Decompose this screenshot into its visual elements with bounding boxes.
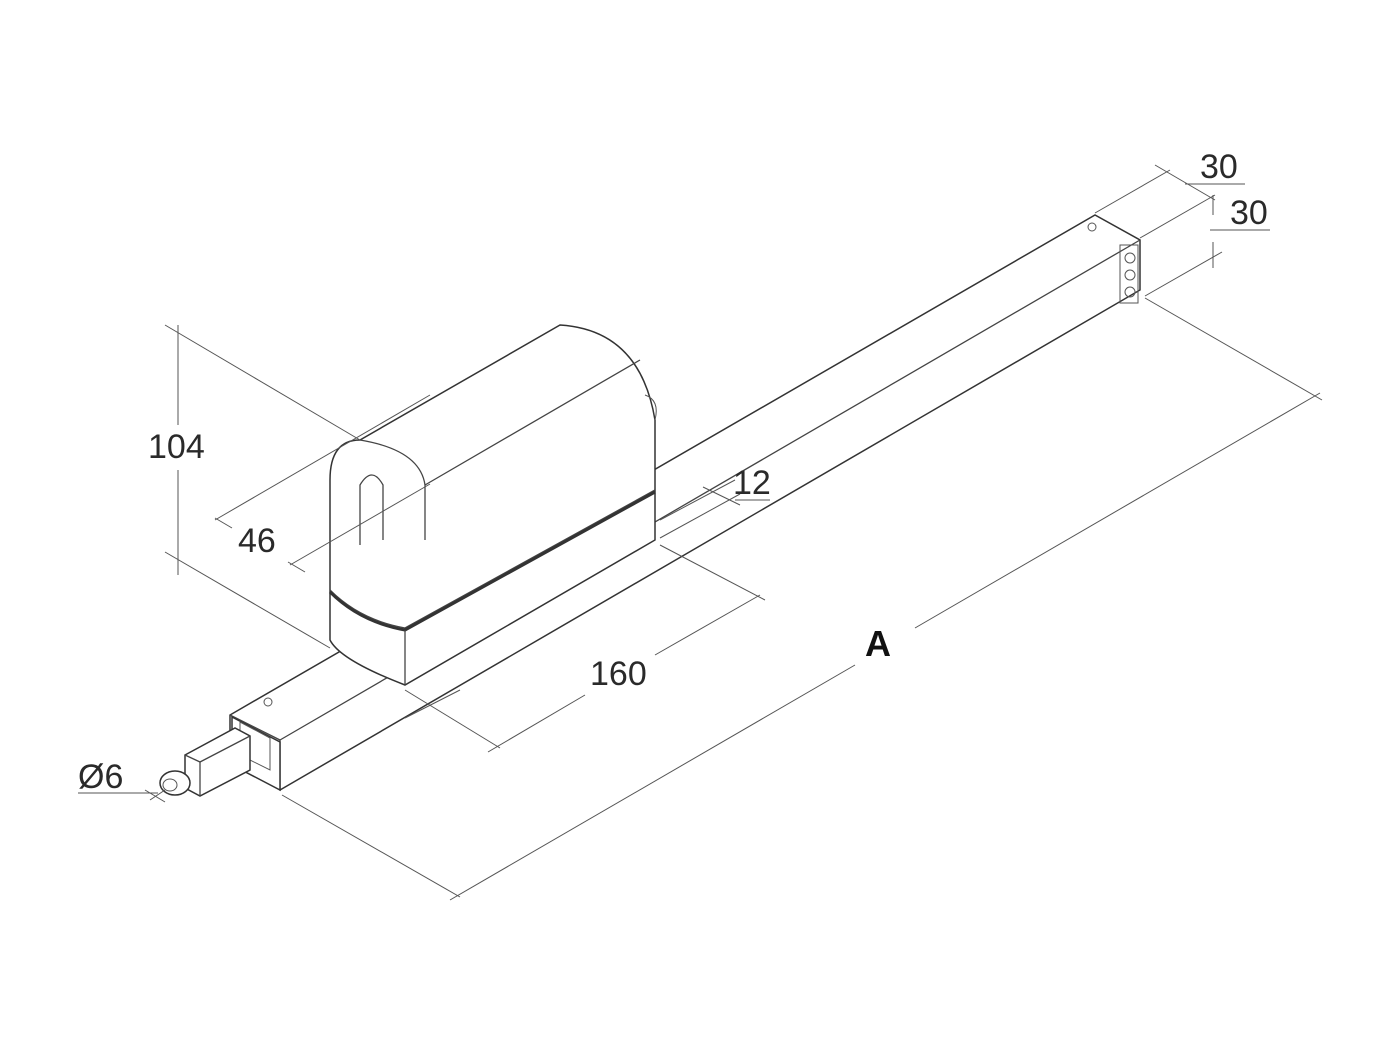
dim-160-label: 160 <box>590 655 647 693</box>
dim-30-height: 30 <box>1144 194 1270 297</box>
dim-104: 104 <box>148 324 361 649</box>
rod-eye-icon <box>159 770 191 796</box>
dim-12-label: 12 <box>733 464 771 502</box>
dim-diameter: Ø6 <box>78 758 166 803</box>
end-cap <box>1119 244 1139 304</box>
screw-icon <box>1124 269 1136 281</box>
dim-30-width-label: 30 <box>1200 148 1238 186</box>
dim-a-label: A <box>865 623 891 664</box>
hole-icon <box>1087 222 1097 232</box>
dim-a: A <box>281 297 1323 901</box>
dim-diameter-label: Ø6 <box>78 758 123 796</box>
cable-slot <box>359 474 384 545</box>
hole-icon <box>263 697 273 707</box>
motor-housing <box>328 324 657 719</box>
screw-icon <box>1124 286 1136 298</box>
piston-rod <box>159 727 251 797</box>
dim-30-width: 30 <box>1094 148 1245 239</box>
dim-104-label: 104 <box>148 428 205 466</box>
dim-30-height-label: 30 <box>1230 194 1268 232</box>
dim-160: 160 <box>404 544 766 753</box>
screw-icon <box>1124 252 1136 264</box>
dim-46: 46 <box>214 394 431 573</box>
dim-12: 12 <box>659 464 771 539</box>
dim-46-label: 46 <box>238 522 276 560</box>
